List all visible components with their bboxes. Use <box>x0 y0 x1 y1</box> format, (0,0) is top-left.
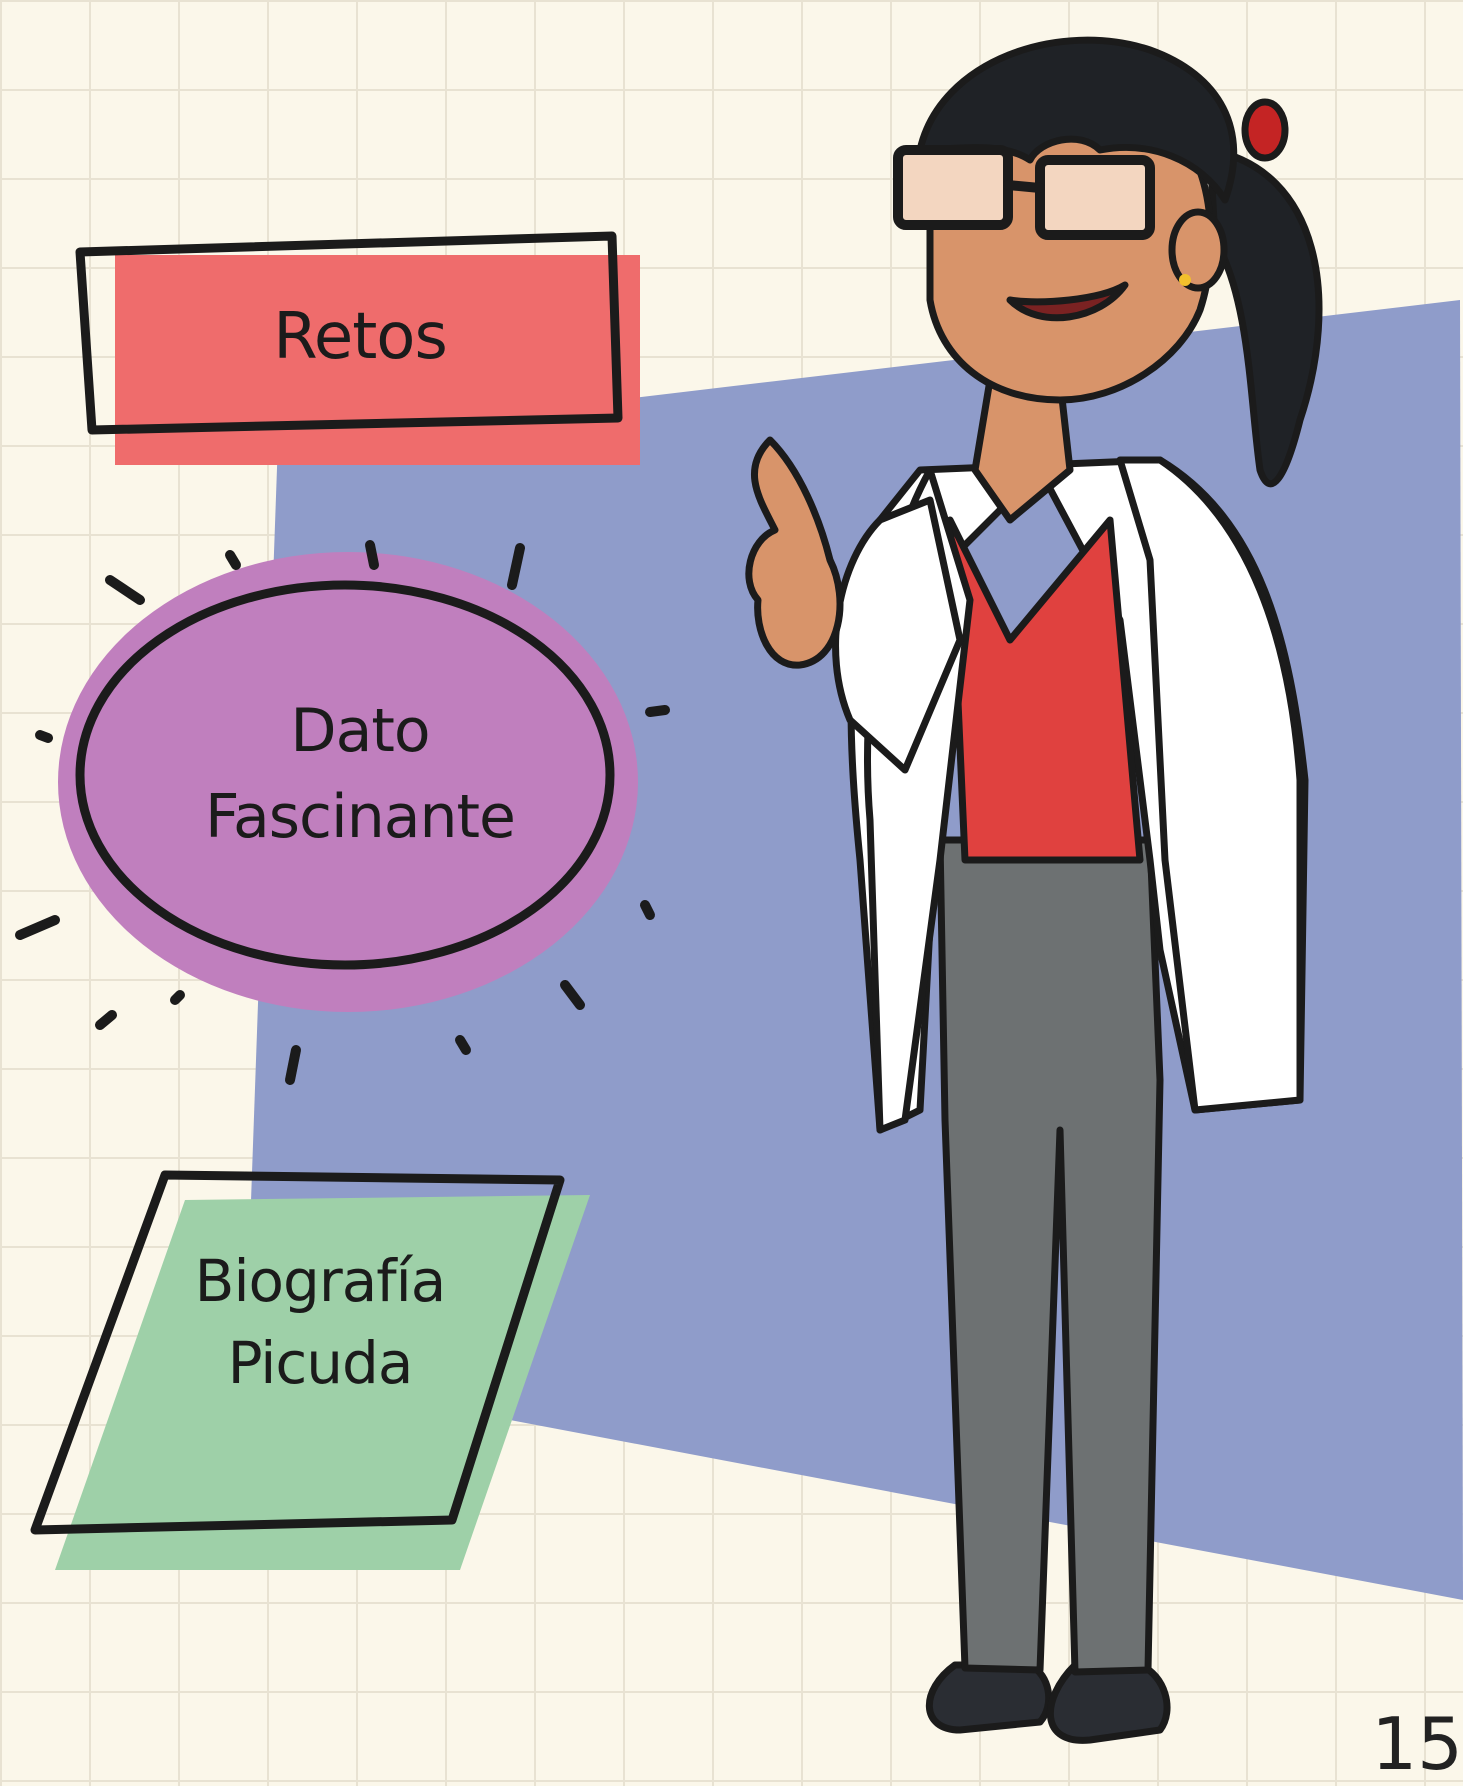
dato-line-2: Fascinante <box>205 782 516 852</box>
dato-fill <box>58 552 638 1012</box>
burst-marks <box>15 540 670 1085</box>
bio-outline <box>30 1170 565 1535</box>
left-shoe <box>925 1661 1053 1734</box>
coat-lapel-right <box>1116 456 1304 1114</box>
red-shirt <box>946 516 1144 864</box>
earring <box>1179 274 1191 286</box>
glasses-right-lens <box>1035 155 1155 240</box>
pants <box>936 836 1164 1676</box>
retos-card-outline <box>75 231 623 435</box>
glasses-bridge <box>1003 180 1045 193</box>
hair-tie <box>1241 98 1289 162</box>
bio-line-1: Biografía <box>194 1247 447 1315</box>
dato-fascinante-label: Dato Fascinante <box>60 688 660 860</box>
raised-hand <box>745 436 844 669</box>
mouth <box>1006 281 1129 322</box>
ponytail <box>1206 146 1323 488</box>
hair <box>916 36 1238 204</box>
dato-line-1: Dato <box>290 696 430 766</box>
page-number: 15 <box>1371 1702 1463 1786</box>
right-shoe <box>1046 1661 1171 1744</box>
dato-outline <box>75 580 615 970</box>
glasses-left-lens <box>893 145 1013 230</box>
biografia-picuda-label: Biografía Picuda <box>80 1240 560 1404</box>
bio-line-2: Picuda <box>227 1329 414 1397</box>
ear <box>1168 208 1228 292</box>
retos-label: Retos <box>273 300 448 374</box>
bio-fill <box>55 1195 590 1570</box>
